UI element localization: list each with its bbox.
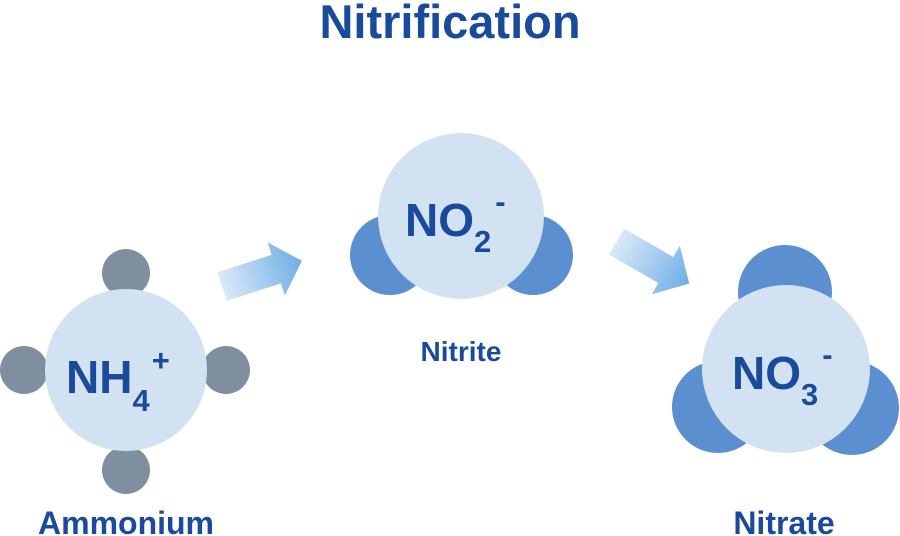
ammonium-formula: NH4+ xyxy=(66,343,170,418)
nitrite-formula: NO2- xyxy=(405,184,506,259)
diagram-title: Nitrification xyxy=(319,0,581,48)
nitrogen-atom xyxy=(378,133,544,299)
hydrogen-atom-bottom xyxy=(102,446,150,494)
nitrate-subscript: 3 xyxy=(801,377,818,412)
nitrite-formula-main: NO xyxy=(405,194,474,246)
ammonium-formula-main: NH xyxy=(66,351,132,403)
ammonium-label: Ammonium xyxy=(38,505,214,536)
ammonium-charge: + xyxy=(152,343,170,378)
nitrogen-atom xyxy=(45,289,207,451)
right-arrow-icon xyxy=(608,228,690,295)
hydrogen-atom-left xyxy=(0,346,48,394)
ammonium-subscript: 4 xyxy=(132,383,150,418)
nitrate-molecule: NO3- Nitrate xyxy=(672,245,899,536)
nitrate-formula: NO3- xyxy=(732,337,833,412)
nitrogen-atom xyxy=(702,285,870,453)
right-arrow-icon xyxy=(217,242,302,301)
nitrite-subscript: 2 xyxy=(474,224,491,259)
nitrite-label: Nitrite xyxy=(421,336,502,367)
ammonium-molecule: NH4+ Ammonium xyxy=(0,249,250,536)
hydrogen-atom-top xyxy=(102,249,150,297)
nitrate-label: Nitrate xyxy=(733,505,834,536)
nitrite-molecule: NO2- Nitrite xyxy=(350,133,573,367)
nitrite-charge: - xyxy=(495,184,505,219)
nitrate-charge: - xyxy=(822,337,832,372)
nitrate-formula-main: NO xyxy=(732,347,801,399)
hydrogen-atom-right xyxy=(202,346,250,394)
